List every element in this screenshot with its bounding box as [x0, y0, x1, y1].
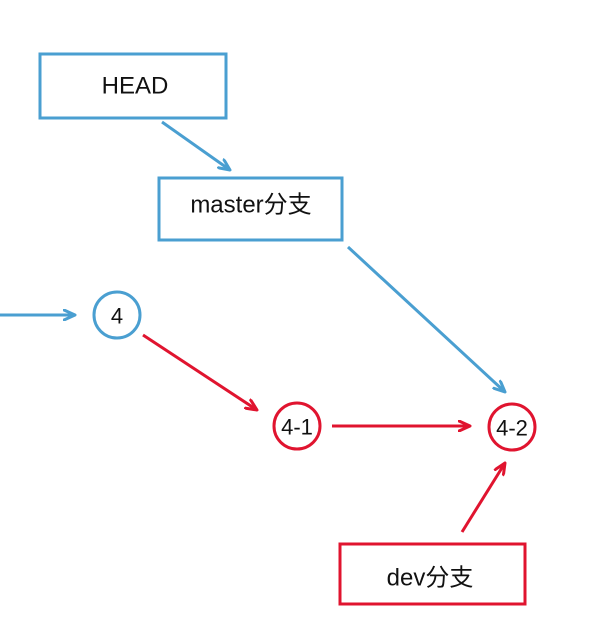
master-branch-box: master分支 [157, 176, 344, 242]
commit-4-label: 4 [111, 304, 123, 329]
arrow-master-to-commit-4-2 [346, 245, 505, 392]
arrow-commit-4-to-commit-4-1 [142, 333, 257, 410]
commit-4-2-label: 4-2 [496, 416, 528, 441]
commit-4-1-label: 4-1 [281, 415, 313, 440]
dev-branch-label: dev分支 [387, 565, 474, 592]
master-branch-label: master分支 [190, 192, 311, 219]
arrow-head-to-master [161, 120, 230, 170]
commit-4-1-node: 4-1 [272, 401, 322, 451]
head-label: HEAD [102, 73, 169, 100]
arrow-dev-to-commit-4-2 [460, 463, 505, 533]
commit-4-node: 4 [92, 290, 142, 340]
commit-4-2-node: 4-2 [487, 402, 537, 452]
dev-branch-box: dev分支 [338, 542, 527, 606]
head-box: HEAD [38, 52, 228, 120]
